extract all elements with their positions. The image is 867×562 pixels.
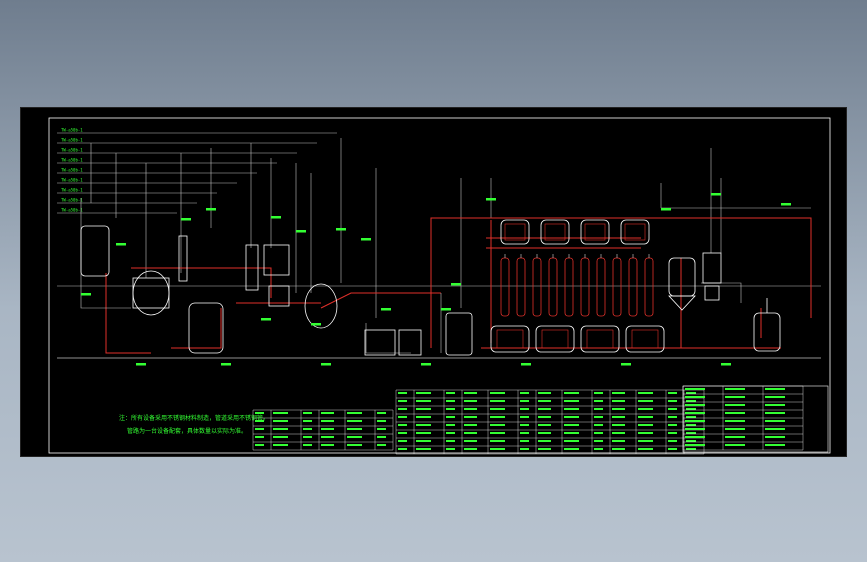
header-line-label: TW-a50b-1 bbox=[61, 188, 83, 193]
header-line-label: TW-a50b-1 bbox=[61, 158, 83, 163]
upper-tank-trim bbox=[584, 223, 606, 241]
notes-line-1: 注：所有设备采用不锈钢材料制造，管道采用不锈钢管。 bbox=[119, 414, 269, 422]
upper-tank-trim bbox=[544, 223, 566, 241]
tag-mark bbox=[181, 218, 191, 221]
header-line-label: TW-a50b-1 bbox=[61, 208, 83, 213]
lower-tank bbox=[535, 325, 575, 353]
lower-tank-trim bbox=[586, 329, 614, 349]
tag-mark bbox=[486, 198, 496, 201]
lower-tank bbox=[625, 325, 665, 353]
tag-mark bbox=[451, 283, 461, 286]
notes-line-2: 管路为一台设备配套，具体数量以实际为准。 bbox=[127, 427, 247, 435]
tag-mark bbox=[361, 238, 371, 241]
filter-column bbox=[516, 257, 526, 317]
upper-tank bbox=[540, 219, 570, 245]
tag-mark bbox=[421, 363, 431, 366]
filter-column bbox=[612, 257, 622, 317]
process-flow-diagram: TW-a50b-1TW-a50b-1TW-a50b-1TW-a50b-1TW-a… bbox=[48, 117, 831, 455]
lower-tank-row bbox=[490, 325, 665, 353]
filter-column bbox=[644, 257, 654, 317]
tag-mark bbox=[136, 363, 146, 366]
tag-mark bbox=[261, 318, 271, 321]
tag-mark bbox=[336, 228, 346, 231]
tag-mark bbox=[781, 203, 791, 206]
tag-mark bbox=[296, 230, 306, 233]
tag-mark bbox=[81, 293, 91, 296]
filter-column bbox=[564, 257, 574, 317]
upper-tank-trim bbox=[624, 223, 646, 241]
tag-mark bbox=[711, 193, 721, 196]
lower-tank-trim bbox=[631, 329, 659, 349]
lower-tank-trim bbox=[541, 329, 569, 349]
header-line-label: TW-a50b-1 bbox=[61, 138, 83, 143]
upper-tank bbox=[500, 219, 530, 245]
risers bbox=[90, 138, 722, 318]
filter-column bbox=[628, 257, 638, 317]
parts-list bbox=[252, 385, 829, 455]
filter-column bbox=[596, 257, 606, 317]
equipment bbox=[80, 225, 473, 356]
lower-tank bbox=[580, 325, 620, 353]
tag-mark bbox=[271, 216, 281, 219]
tag-mark bbox=[206, 208, 216, 211]
tag-mark bbox=[521, 363, 531, 366]
tag-mark bbox=[661, 208, 671, 211]
header-line-label: TW-a50b-1 bbox=[61, 168, 83, 173]
drawing-frame bbox=[48, 117, 831, 454]
filter-column bbox=[532, 257, 542, 317]
header-line-label: TW-a50b-1 bbox=[61, 178, 83, 183]
tag-mark bbox=[441, 308, 451, 311]
lower-tank-trim bbox=[496, 329, 524, 349]
tag-mark bbox=[321, 363, 331, 366]
upper-tank bbox=[620, 219, 650, 245]
header-line-label: TW-a50b-1 bbox=[61, 148, 83, 153]
upper-tank-trim bbox=[504, 223, 526, 241]
column-row bbox=[500, 254, 654, 317]
tag-mark bbox=[221, 363, 231, 366]
header-line-label: TW-a50b-1 bbox=[61, 198, 83, 203]
filter-column bbox=[500, 257, 510, 317]
right-equipment bbox=[668, 252, 781, 352]
tag-mark bbox=[116, 243, 126, 246]
header-lines: TW-a50b-1TW-a50b-1TW-a50b-1TW-a50b-1TW-a… bbox=[57, 128, 337, 214]
lower-tank bbox=[490, 325, 530, 353]
tag-mark bbox=[311, 323, 321, 326]
header-line-label: TW-a50b-1 bbox=[61, 128, 83, 133]
upper-tank bbox=[580, 219, 610, 245]
green-tags bbox=[81, 193, 791, 366]
filter-column bbox=[548, 257, 558, 317]
tag-mark bbox=[381, 308, 391, 311]
upper-tank-row bbox=[500, 219, 650, 245]
tag-mark bbox=[721, 363, 731, 366]
tag-mark bbox=[621, 363, 631, 366]
filter-column bbox=[580, 257, 590, 317]
